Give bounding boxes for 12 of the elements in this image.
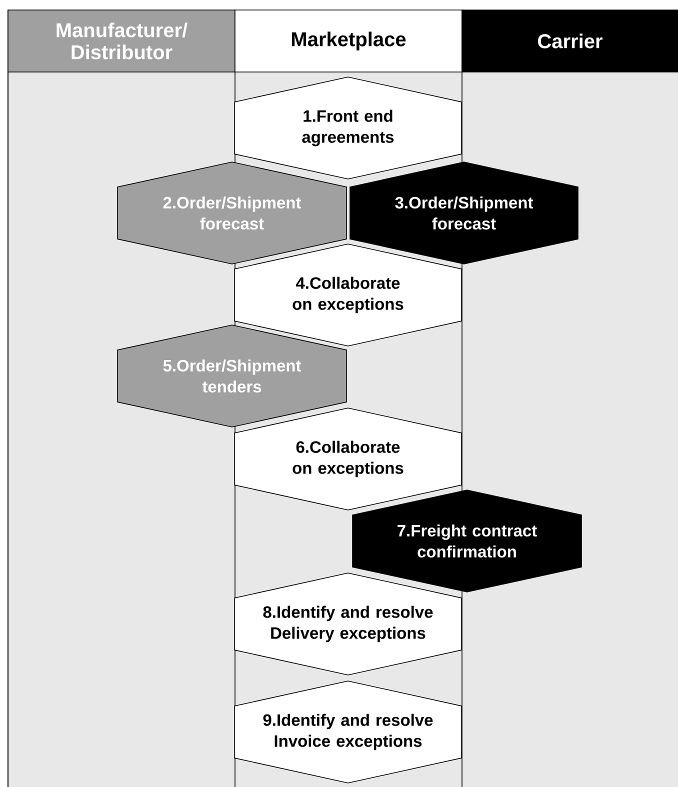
- hexagon-step: 4.Collaborate on exceptions: [234, 244, 462, 346]
- hexagon-step: 9.Identify and resolve Invoice exceptions: [234, 680, 462, 784]
- hexagon-step: 6.Collaborate on exceptions: [234, 408, 462, 510]
- hexagon-step: 2.Order/Shipment forecast: [117, 162, 347, 264]
- hexagon-step: 3.Order/Shipment forecast: [350, 162, 578, 264]
- hexagon-step: 5.Order/Shipment tenders: [117, 324, 347, 428]
- lane-header: Marketplace: [234, 10, 462, 72]
- hexagon-step: 8.Identify and resolve Delivery exceptions: [234, 572, 462, 676]
- hexagon-step: 7.Freight contract confirmation: [352, 490, 582, 592]
- lane-header: Carrier: [462, 10, 678, 72]
- hexagon-step: 1.Front end agreements: [234, 76, 462, 180]
- lane-header: Manufacturer/ Distributor: [8, 10, 236, 72]
